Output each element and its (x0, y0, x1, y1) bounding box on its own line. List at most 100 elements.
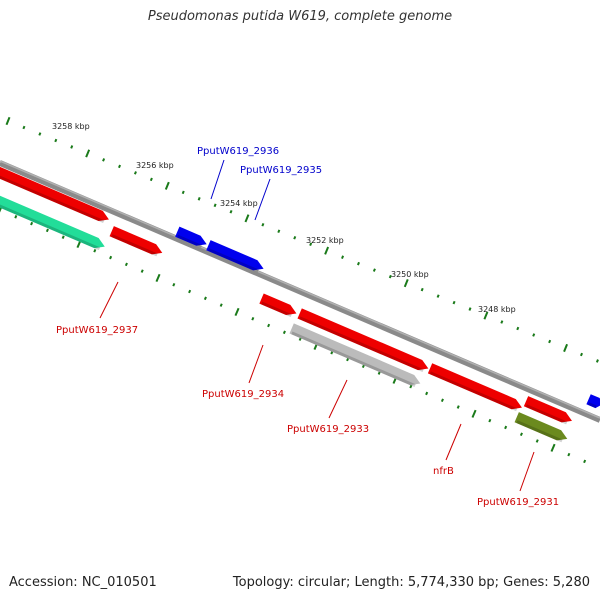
outer-minor-tick (118, 164, 122, 169)
inner-minor-tick (504, 425, 508, 430)
inner-minor-tick (361, 364, 365, 369)
inner-minor-tick (251, 316, 255, 321)
inner-minor-tick (61, 235, 65, 239)
gene-pputw619-2935-bar-body (206, 240, 264, 271)
outer-major-tick (164, 181, 170, 190)
outer-major-tick (483, 311, 489, 320)
outer-major-tick (563, 343, 569, 353)
gene-pputw619-2934-bar[interactable] (259, 293, 298, 318)
gene-pputw619-2936-bar[interactable] (175, 226, 209, 250)
outer-minor-tick (293, 235, 297, 240)
grey-feature-bar[interactable] (289, 323, 422, 388)
inner-major-tick (234, 307, 240, 316)
scale-label-3256: 3256 kbp (136, 161, 174, 170)
outer-scale-ticks (5, 116, 599, 363)
gene-pputw619-2936-bar-shade (176, 234, 203, 248)
outer-minor-tick (309, 242, 313, 246)
inner-major-tick (471, 409, 477, 418)
inner-minor-tick (535, 439, 539, 443)
inner-minor-tick (45, 228, 49, 233)
outer-major-tick (324, 246, 330, 255)
outer-major-tick (244, 214, 250, 223)
olive-feature-bar[interactable] (514, 412, 570, 444)
inner-minor-tick (267, 323, 271, 328)
inner-minor-tick (519, 432, 523, 436)
gene-label-nfrb[interactable]: nfrB (433, 466, 454, 477)
gene-pputw619-2938-bar[interactable] (0, 155, 111, 224)
grey-feature-bar-shade (291, 331, 416, 388)
leader-pputw619-2937 (99, 281, 119, 319)
gene-pputw619-2937-bar-shade (111, 234, 158, 257)
outer-minor-tick (468, 307, 472, 311)
gene-pputw619-2935-bar-shade (208, 248, 259, 273)
outer-minor-tick (452, 300, 456, 305)
gene-labels: PputW619_2936 PputW619_2935 PputW619_293… (56, 146, 559, 508)
outer-major-tick (403, 279, 409, 288)
outer-minor-tick (213, 203, 217, 208)
outer-minor-tick (133, 171, 137, 175)
gene-nfrb-bar[interactable] (427, 363, 524, 412)
gene-edge-forward-bar[interactable] (586, 394, 600, 410)
gene-pputw619-2937-bar[interactable] (109, 226, 165, 258)
outer-minor-tick (149, 177, 153, 182)
inner-minor-tick (140, 269, 144, 273)
gene-pputw619-2931-bar-shade (525, 404, 568, 425)
inner-minor-tick (456, 405, 460, 409)
inner-minor-tick (172, 282, 176, 287)
inner-minor-tick (377, 371, 381, 375)
outer-minor-tick (372, 268, 376, 272)
gene-label-pputw619-2936[interactable]: PputW619_2936 (197, 146, 279, 157)
outer-minor-tick (277, 229, 281, 234)
teal-feature-bar-body (0, 190, 105, 249)
gene-pputw619-2933-bar[interactable] (297, 308, 430, 373)
gene-pputw619-2938-bar-shade (0, 163, 105, 224)
inner-minor-tick (30, 221, 34, 226)
scale-label-3248: 3248 kbp (478, 305, 516, 314)
map-title: Pseudomonas putida W619, complete genome (147, 9, 453, 24)
inner-minor-tick (14, 215, 18, 219)
inner-minor-tick (282, 330, 286, 335)
gene-label-pputw619-2931[interactable]: PputW619_2931 (477, 497, 559, 508)
leader-pputw619-2933 (328, 379, 348, 419)
outer-minor-tick (532, 333, 536, 337)
gene-nfrb-bar-shade (429, 371, 518, 412)
scale-label-3254: 3254 kbp (220, 199, 258, 208)
accession-text: Accession: NC_010501 (9, 575, 157, 590)
outer-minor-tick (181, 190, 185, 195)
gene-pputw619-2931-bar[interactable] (523, 396, 574, 426)
gene-pputw619-2933-bar-shade (299, 316, 424, 373)
outer-minor-tick (580, 352, 583, 357)
inner-minor-tick (440, 398, 444, 403)
gene-label-pputw619-2937[interactable]: PputW619_2937 (56, 325, 138, 336)
gene-label-pputw619-2934[interactable]: PputW619_2934 (202, 389, 284, 400)
gene-features (0, 155, 600, 443)
teal-feature-bar-shade (0, 198, 101, 251)
inner-minor-tick (567, 452, 571, 457)
inner-major-tick (550, 443, 556, 452)
inner-minor-tick (409, 384, 413, 389)
genome-backbone (0, 160, 600, 423)
gene-edge-forward-bar-shade (588, 402, 597, 409)
outer-minor-tick (516, 326, 520, 331)
teal-feature-bar[interactable] (0, 190, 107, 251)
inner-minor-tick (219, 303, 223, 307)
gene-label-pputw619-2933[interactable]: PputW619_2933 (287, 424, 369, 435)
gene-pputw619-2931-bar-body (523, 396, 572, 423)
inner-major-tick (155, 273, 161, 283)
inner-minor-tick (425, 391, 429, 396)
outer-minor-tick (197, 197, 201, 201)
outer-major-tick (5, 116, 11, 126)
outer-minor-tick (22, 125, 26, 130)
olive-feature-bar-body (514, 412, 568, 441)
scale-label-3252: 3252 kbp (306, 236, 344, 245)
genome-backbone-highlight (0, 160, 600, 419)
outer-minor-tick (356, 261, 360, 266)
outer-minor-tick (388, 274, 392, 279)
leader-pputw619-2931 (519, 451, 535, 492)
inner-minor-tick (124, 262, 128, 267)
gene-pputw619-2937-bar-body (109, 226, 163, 255)
gene-label-pputw619-2935[interactable]: PputW619_2935 (240, 165, 322, 176)
leader-pputw619-2935 (254, 178, 271, 221)
outer-minor-tick (548, 339, 552, 344)
gene-pputw619-2935-bar[interactable] (206, 240, 265, 274)
